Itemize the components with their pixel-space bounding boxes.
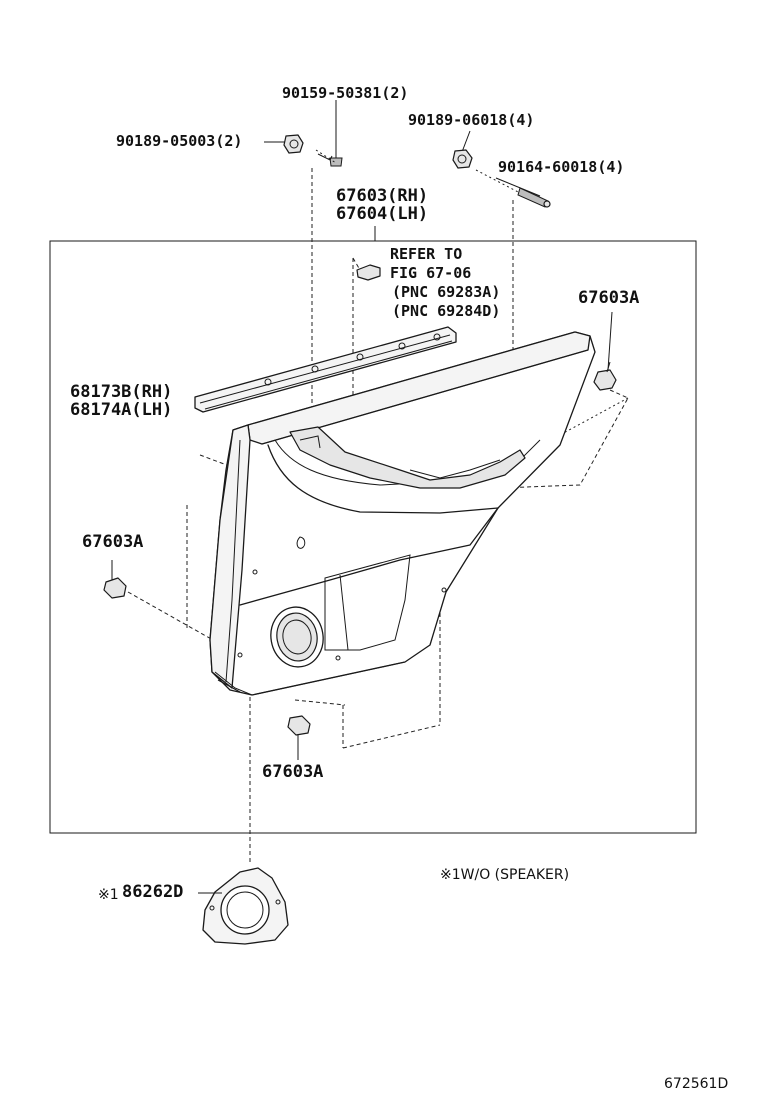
clip-left	[103, 560, 127, 599]
screw-90164-right	[495, 177, 551, 208]
label-strip-lh: 68174A(LH)	[70, 400, 173, 420]
label-screw-90164: 90164-60018(4)	[498, 158, 625, 176]
label-bolt-90159: 90159-50381(2)	[282, 84, 409, 102]
label-refer-fig: FIG 67-06	[390, 264, 472, 282]
label-nut-90189-05003: 90189-05003(2)	[116, 132, 243, 150]
label-board-rh: 67603(RH)	[336, 186, 429, 206]
label-board-lh: 67604(LH)	[336, 204, 429, 224]
label-refer-to: REFER TO	[390, 245, 463, 263]
nut-90189-left	[264, 134, 337, 164]
clip-bottom	[287, 715, 311, 760]
assembly-frame	[49, 240, 697, 834]
note-without-speaker: ※1W/O (SPEAKER)	[440, 867, 570, 883]
label-nut-90189-06018: 90189-06018(4)	[408, 111, 535, 129]
bolt-90159-top	[329, 100, 343, 167]
label-ring-mark: ※1	[98, 887, 119, 903]
label-clip-right: 67603A	[578, 288, 640, 308]
label-ring-part: 86262D	[122, 882, 184, 902]
label-strip-rh: 68173B(RH)	[70, 382, 173, 402]
moulding-strip	[194, 326, 457, 413]
label-refer-pnc-2: (PNC 69284D)	[392, 302, 501, 320]
door-trim-board	[209, 331, 596, 696]
label-clip-left: 67603A	[82, 532, 144, 552]
label-clip-bottom: 67603A	[262, 762, 324, 782]
figure-code: 672561D	[664, 1076, 729, 1092]
label-refer-pnc-1: (PNC 69283A)	[392, 283, 501, 301]
clip-right	[593, 311, 617, 391]
refer-clip	[352, 257, 381, 281]
speaker-grille	[270, 606, 324, 668]
nut-90189-right	[452, 130, 521, 194]
speaker-spacer-86262D	[198, 867, 289, 945]
